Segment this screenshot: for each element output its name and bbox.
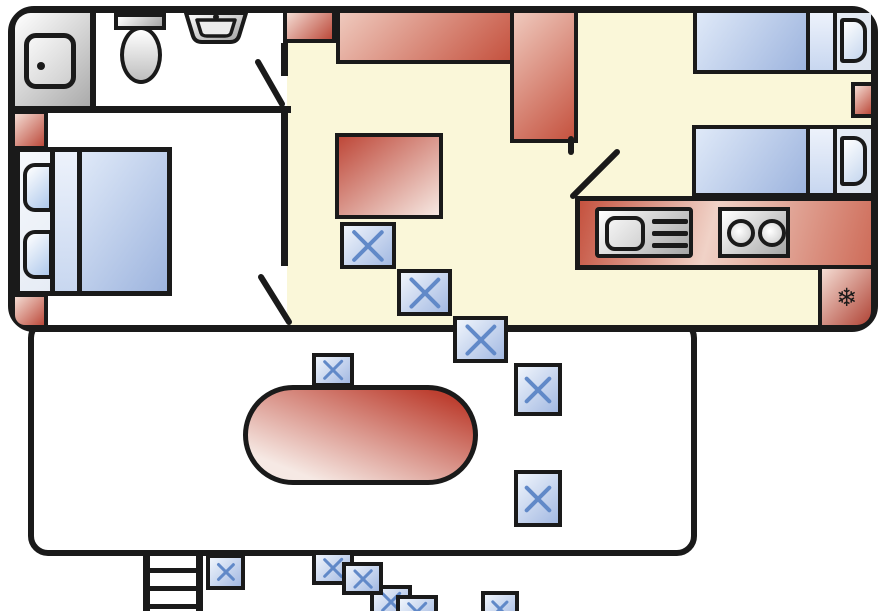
drainer-line: [652, 231, 688, 236]
terrace-chair: [481, 591, 519, 611]
sink-basin: [605, 216, 645, 251]
single-bed: [693, 13, 871, 74]
single-bed: [692, 125, 871, 197]
shower-tray: [24, 33, 76, 89]
interior-wall: [281, 113, 288, 266]
drainer-line: [652, 243, 688, 248]
sofa-cushion: [397, 269, 452, 316]
pillow: [23, 230, 53, 279]
single-bed-duvet: [696, 129, 810, 193]
pillow: [840, 136, 867, 186]
toilet-bowl: [120, 26, 162, 84]
entry-steps: [143, 546, 203, 611]
bed-sheet-strip: [55, 152, 77, 291]
corner-sofa-back: [336, 13, 514, 64]
kitchen-sink-unit: [595, 207, 693, 258]
cabinet-block: [283, 13, 336, 43]
sofa-cushion: [453, 316, 508, 363]
step-rung: [150, 604, 196, 609]
pillow: [23, 163, 53, 212]
double-bed: [15, 147, 172, 296]
fridge: ❄: [818, 265, 871, 325]
shower-drain: [37, 62, 45, 70]
terrace-table: [243, 385, 478, 485]
single-bed-duvet: [697, 13, 810, 70]
dining-table: [335, 133, 443, 219]
dining-chair: [342, 562, 383, 595]
wardrobe-block: [15, 293, 48, 325]
bed-fold-line: [50, 152, 55, 291]
bedside-unit: [851, 82, 871, 118]
hob-burner: [758, 219, 786, 247]
step-rung: [150, 586, 196, 591]
corner-sofa-arm: [510, 13, 578, 143]
interior-wall: [15, 106, 291, 113]
bed-sheet-strip: [810, 129, 837, 193]
drainer-line: [652, 219, 688, 224]
dining-chair: [396, 595, 438, 611]
sofa-cushion: [514, 470, 562, 527]
tap-icon: [213, 14, 219, 20]
step-rung: [150, 568, 196, 573]
terrace-chair: [312, 353, 354, 387]
pillow: [840, 18, 867, 63]
bed-sheet-strip: [810, 13, 837, 70]
interior-wall: [281, 43, 288, 76]
wardrobe-block: [15, 110, 48, 150]
double-bed-duvet: [82, 152, 167, 291]
bed-fold-line: [77, 152, 82, 291]
terrace-chair: [206, 554, 245, 590]
washbasin: [184, 11, 248, 44]
sofa-cushion: [340, 222, 396, 269]
sofa-cushion: [514, 363, 562, 416]
freezer-icon: ❄: [836, 282, 857, 312]
hob: [718, 207, 790, 258]
hob-burner: [727, 219, 755, 247]
